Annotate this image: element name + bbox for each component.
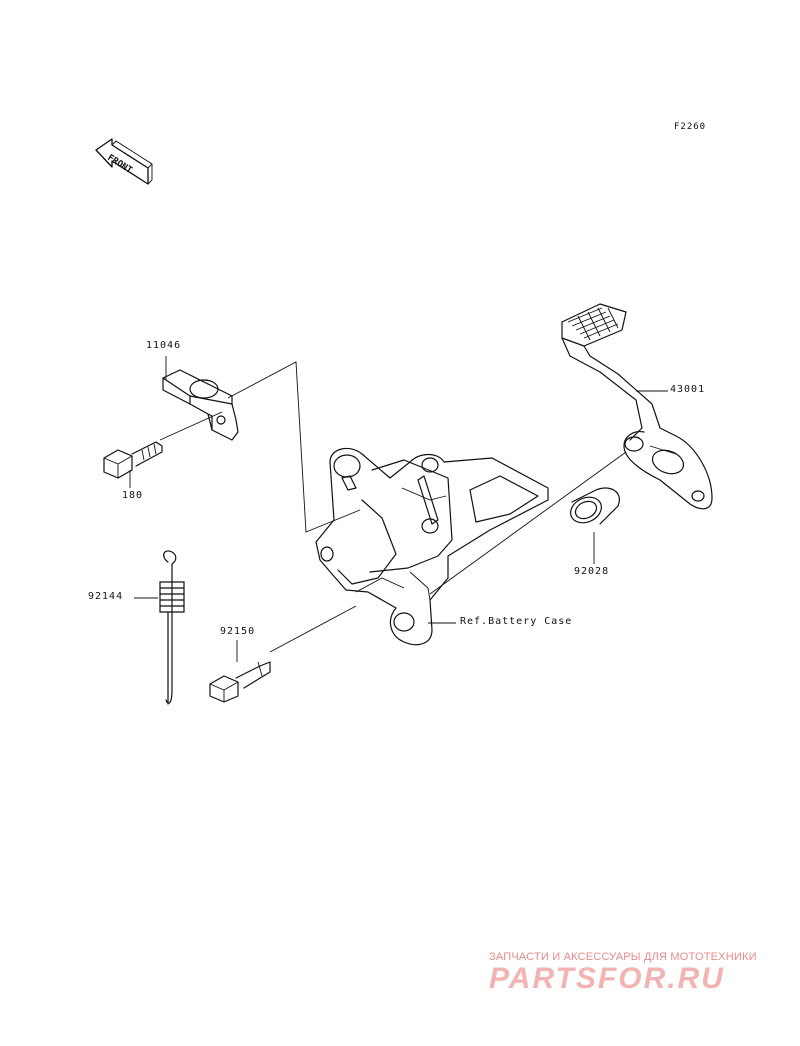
part-label-92150: 92150 [220,626,256,637]
bracket-assembly [315,447,549,646]
ref-code-label: F2260 [674,122,707,132]
collar-92028 [570,487,620,525]
part-label-43001: 43001 [670,384,706,395]
part-label-92028: 92028 [574,566,610,577]
leader-lines [129,356,668,662]
part-label-180: 180 [122,490,144,501]
bolt-92150 [209,661,271,703]
part-label-11046: 11046 [146,340,182,351]
bolt-180 [103,441,163,479]
pedal-43001 [561,303,713,510]
ref-battery-case-label: Ref.Battery Case [460,616,573,627]
front-arrow-icon: FRONT [95,138,153,185]
part-label-92144: 92144 [88,591,124,602]
clamp-11046 [162,369,239,441]
watermark-logo: PARTSFOR.RU [489,962,725,995]
watermark-tagline: ЗАПЧАСТИ И АКСЕССУАРЫ ДЛЯ МОТОТЕХНИКИ [489,951,757,963]
spring-92144 [159,550,185,705]
